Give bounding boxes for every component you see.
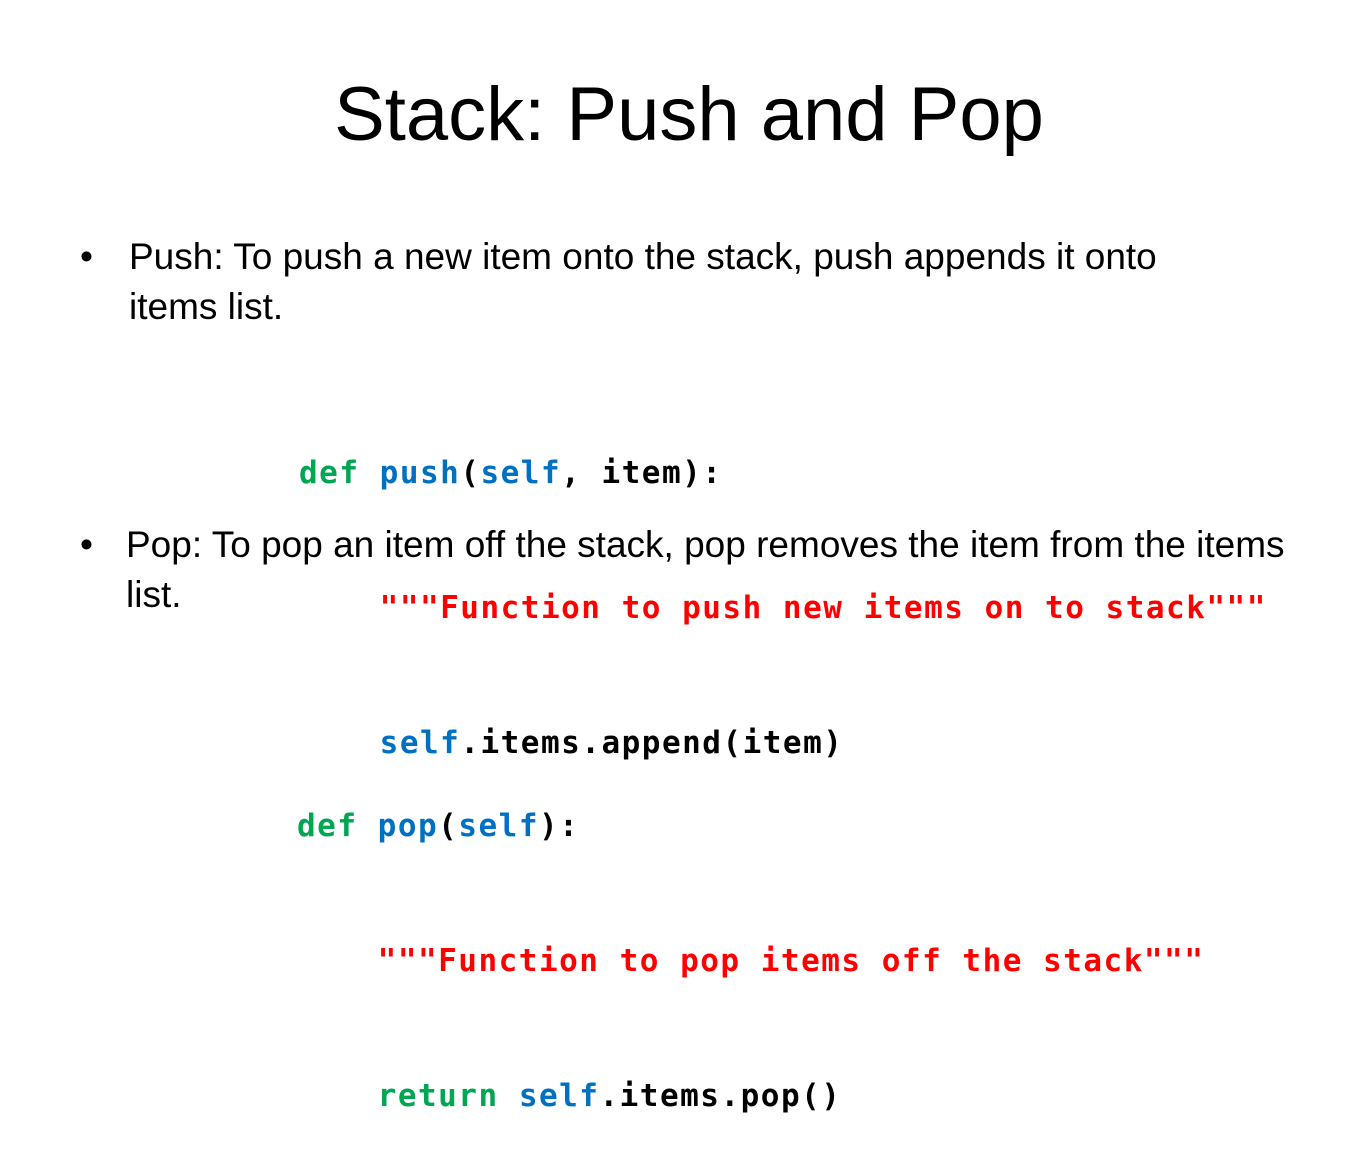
code-line: return self.items.pop() bbox=[297, 1074, 1204, 1119]
code-text: , item): bbox=[561, 455, 723, 491]
code-keyword: def bbox=[297, 808, 378, 844]
code-keyword: def bbox=[299, 455, 380, 491]
code-function-name: push bbox=[379, 455, 461, 491]
code-keyword: return bbox=[377, 1078, 519, 1114]
bullet-text: Pop: To pop an item off the stack, pop r… bbox=[126, 524, 1285, 615]
code-line: self.items.append(item) bbox=[299, 721, 1267, 766]
code-self: self bbox=[518, 1078, 600, 1114]
slide-title: Stack: Push and Pop bbox=[334, 72, 1044, 157]
code-punctuation: ( bbox=[460, 455, 481, 491]
code-docstring: """Function to pop items off the stack""… bbox=[377, 943, 1205, 979]
code-indent bbox=[297, 1078, 378, 1114]
code-block-pop: def pop(self): """Function to pop items … bbox=[297, 714, 1204, 1164]
code-punctuation: ( bbox=[438, 808, 459, 844]
code-function-name: pop bbox=[377, 808, 439, 844]
code-text: .items.append(item) bbox=[460, 725, 844, 761]
bullet-push-description: • Push: To push a new item onto the stac… bbox=[80, 232, 1280, 337]
bullet-text: Push: To push a new item onto the stack,… bbox=[129, 236, 1157, 327]
bullet-marker: • bbox=[80, 236, 93, 277]
code-self: self bbox=[379, 725, 461, 761]
code-text: .items.pop() bbox=[599, 1078, 842, 1114]
code-self: self bbox=[480, 455, 562, 491]
code-self: self bbox=[458, 808, 539, 844]
code-line: """Function to push new items on to stac… bbox=[299, 586, 1267, 631]
code-text: ): bbox=[538, 808, 580, 844]
bullet-pop-description: • Pop: To pop an item off the stack, pop… bbox=[80, 520, 1300, 625]
bullet-marker: • bbox=[80, 524, 93, 565]
code-line: """Function to pop items off the stack""… bbox=[297, 939, 1204, 984]
code-line: def pop(self): bbox=[297, 804, 1204, 849]
code-block-push: def push(self, item): """Function to pus… bbox=[299, 361, 1267, 811]
code-indent bbox=[297, 943, 378, 979]
code-docstring: """Function to push new items on to stac… bbox=[379, 590, 1267, 626]
code-line: def push(self, item): bbox=[299, 451, 1267, 496]
